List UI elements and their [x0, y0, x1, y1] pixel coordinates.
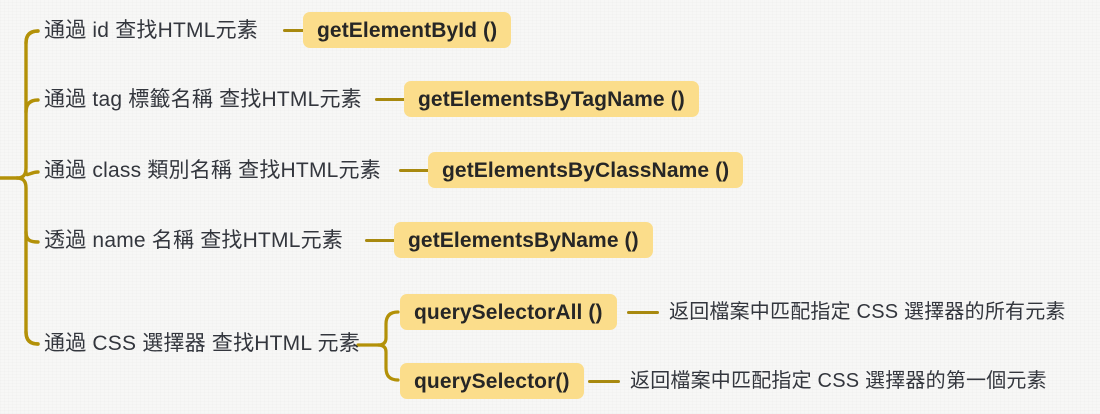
- method-pill-getElementsByTagName[interactable]: getElementsByTagName (): [404, 81, 699, 117]
- method-pill-querySelector[interactable]: querySelector(): [400, 363, 584, 399]
- method-pill-getElementsByName[interactable]: getElementsByName (): [394, 222, 653, 258]
- row-hook-5: [24, 330, 40, 346]
- description-querySelectorAll: 返回檔案中匹配指定 CSS 選擇器的所有元素: [669, 301, 1066, 323]
- description-querySelector: 返回檔案中匹配指定 CSS 選擇器的第一個元素: [630, 370, 1047, 392]
- css-sub-brace-path: [376, 310, 400, 382]
- connector-id-to-method: [283, 29, 315, 32]
- row-hook-3: [24, 170, 40, 177]
- method-pill-getElementById[interactable]: getElementById (): [303, 12, 512, 48]
- main-brace-path: [15, 29, 40, 346]
- branch-label-css-selector: 通過 CSS 選擇器 查找HTML 元素: [44, 332, 360, 355]
- connector-querySelectorAll-to-desc: [627, 311, 659, 314]
- connector-querySelector-to-desc: [588, 380, 620, 383]
- method-pill-getElementsByClassName[interactable]: getElementsByClassName (): [428, 152, 744, 188]
- branch-label-name: 透過 name 名稱 查找HTML元素: [44, 229, 343, 252]
- row-hook-2: [24, 98, 40, 114]
- branch-label-tag: 通過 tag 標籤名稱 查找HTML元素: [44, 88, 362, 111]
- method-pill-querySelectorAll[interactable]: querySelectorAll (): [400, 294, 617, 330]
- branch-label-id: 通過 id 查找HTML元素: [44, 19, 258, 42]
- connector-class-to-method: [399, 169, 433, 172]
- connector-tag-to-method: [375, 98, 409, 101]
- row-hook-4: [24, 230, 40, 244]
- connector-name-to-method: [365, 239, 399, 242]
- branch-label-class: 通過 class 類別名稱 查找HTML元素: [44, 159, 381, 182]
- row-hook-1: [24, 29, 40, 45]
